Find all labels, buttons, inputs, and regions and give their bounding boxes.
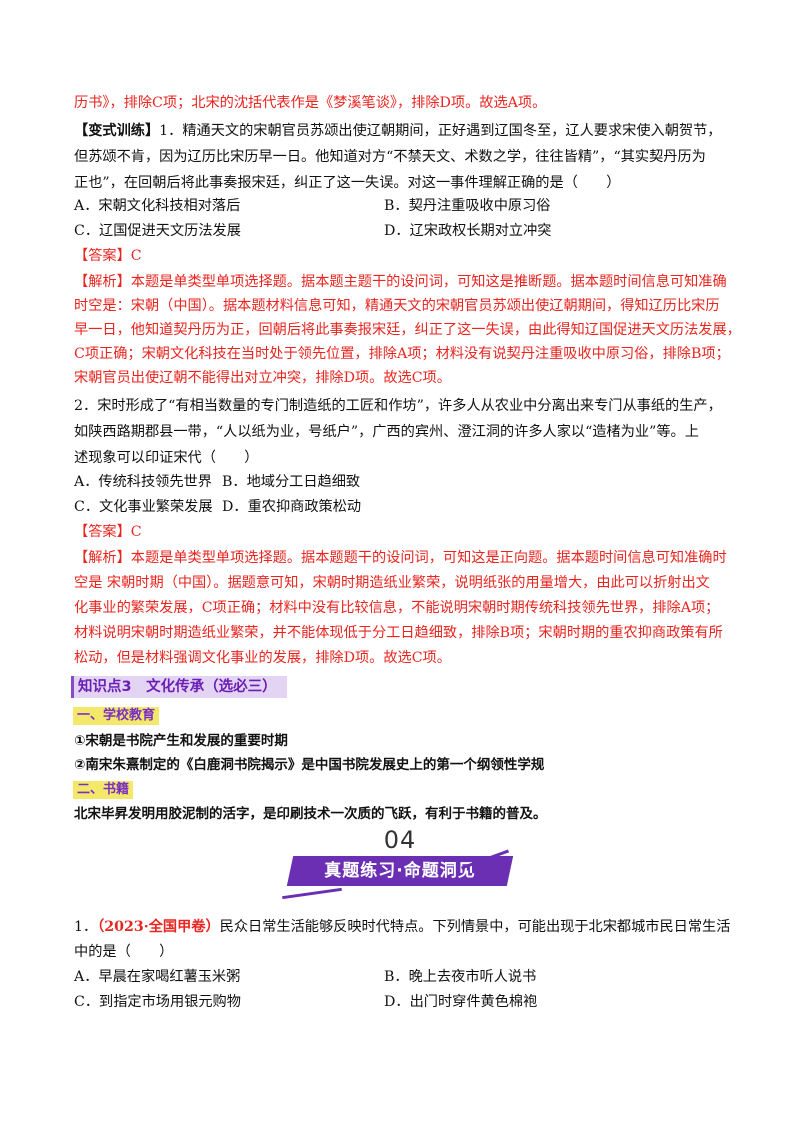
banner-stroke-left xyxy=(282,887,342,900)
q2-analysis-line-4: 材料说明宋朝时期造纸业繁荣，并不能体现低于分工日趋细致，排除B项；宋朝时期的重农… xyxy=(74,625,723,641)
school-item-1: ①宋朝是书院产生和发展的重要时期 xyxy=(74,733,288,749)
exam-question-1-line-1: 1．（2023·全国甲卷）民众日常生活能够反映时代特点。下列情景中，可能出现于北… xyxy=(74,919,731,935)
school-item-2: ②南宋朱熹制定的《白鹿洞书院揭示》是中国书院发展史上的第一个纲领性学规 xyxy=(74,757,545,773)
variant-question-1-line-3: 正也”，在回朝后将此事奏报宋廷，纠正了这一失误。对这一事件理解正确的是（ ） xyxy=(74,175,621,191)
banner-title: 真题练习·命题洞见 xyxy=(324,861,476,881)
exam-option-d: D．出门时穿件黄色棉袍 xyxy=(384,994,538,1010)
q2-option-c: C．文化事业繁荣发展 xyxy=(74,499,213,515)
section-heading-school: 一、学校教育 xyxy=(73,707,160,725)
q1-analysis-line-4: C项正确；宋朝文化科技在当时处于领先位置，排除A项；材料没有说契丹注重吸收中原习… xyxy=(74,346,730,362)
q1-analysis-line-5: 宋朝官员出使辽朝不能得出对立冲突，排除D项。故选C项。 xyxy=(74,370,451,386)
q2-analysis-line-2: 空是 宋朝时期（中国）。据题意可知，宋朝时期造纸业繁荣，说明纸张的用量增大，由此… xyxy=(74,575,710,591)
section-heading-books: 二、书籍 xyxy=(73,781,134,799)
exam-question-1-line-2: 中的是（ ） xyxy=(74,944,174,960)
books-text: 北宋毕昇发明用胶泥制的活字，是印刷技术一次质的飞跃，有利于书籍的普及。 xyxy=(74,806,547,822)
prev-analysis-tail: 历书》，排除C项；北宋的沈括代表作是《梦溪笔谈》，排除D项。故选A项。 xyxy=(74,95,547,111)
q2-line-1: 2．宋时形成了“有相当数量的专门制造纸的工匠和作坊”，许多人从农业中分离出来专门… xyxy=(74,398,722,414)
variant-question-1-line-2: 但苏颂不肯，因为辽历比宋历早一日。他知道对方“不禁天文、术数之学，往往皆精”，“… xyxy=(74,149,706,165)
exam-option-b: B．晚上去夜市听人说书 xyxy=(384,969,537,985)
knowledge-point-heading: 知识点3 文化传承（选必三） xyxy=(71,676,287,698)
q2-option-a: A．传统科技领先世界 xyxy=(74,474,212,490)
q1-answer: 【答案】C xyxy=(74,248,142,264)
exam-option-c: C．到指定市场用银元购物 xyxy=(74,994,241,1010)
q1-option-d: D．辽宋政权长期对立冲突 xyxy=(384,223,552,239)
variant-question-1-line-1: 【变式训练】1．精通天文的宋朝官员苏颂出使辽朝期间，正好遇到辽国冬至，辽人要求宋… xyxy=(74,123,722,139)
q1-analysis-line-2: 时空是：宋朝（中国）。据本题材料信息可知，精通天文的宋朝官员苏颂出使辽朝期间，得… xyxy=(74,298,720,314)
variant-training-tag: 【变式训练】 xyxy=(74,123,160,139)
exam-option-a: A．早晨在家喝红薯玉米粥 xyxy=(74,969,241,985)
q2-line-2: 如陕西路期郡县一带，“人以纸为业，号纸户”，广西的宾州、澄江洞的许多人家以“造楮… xyxy=(74,424,699,440)
q1-option-a: A．宋朝文化科技相对落后 xyxy=(74,198,241,214)
exam-source: （2023·全国甲卷） xyxy=(97,919,220,935)
q1-analysis-line-3: 早一日，他知道契丹历为正，回朝后将此事奏报宋廷，纠正了这一失误，由此得知辽国促进… xyxy=(74,322,741,338)
q2-line-3: 述现象可以印证宋代（ ） xyxy=(74,450,259,466)
section-banner: 04 真题练习·命题洞见 xyxy=(280,826,520,900)
q1-analysis-line-1: 【解析】本题是单类型单项选择题。据本题主题干的设问词，可知这是推断题。据本题时间… xyxy=(74,274,727,290)
q2-option-d: D．重农抑商政策松动 xyxy=(222,499,362,515)
q2-analysis-line-3: 化事业的繁荣发展，C项正确；材料中没有比较信息，不能说明宋朝时期传统科技领先世界… xyxy=(74,600,720,616)
banner-number: 04 xyxy=(383,826,417,854)
q1-option-c: C．辽国促进天文历法发展 xyxy=(74,223,241,239)
q2-answer: 【答案】C xyxy=(74,524,142,540)
q2-analysis-line-1: 【解析】本题是单类型单项选择题。据本题题干的设问词，可知这是正向题。据本题时间信… xyxy=(74,550,727,566)
q2-analysis-line-5: 松动，但是材料强调文化事业的发展，排除D项。故选C项。 xyxy=(74,650,451,666)
q2-option-b: B．地域分工日趋细致 xyxy=(222,474,361,490)
q1-option-b: B．契丹注重吸收中原习俗 xyxy=(384,198,551,214)
